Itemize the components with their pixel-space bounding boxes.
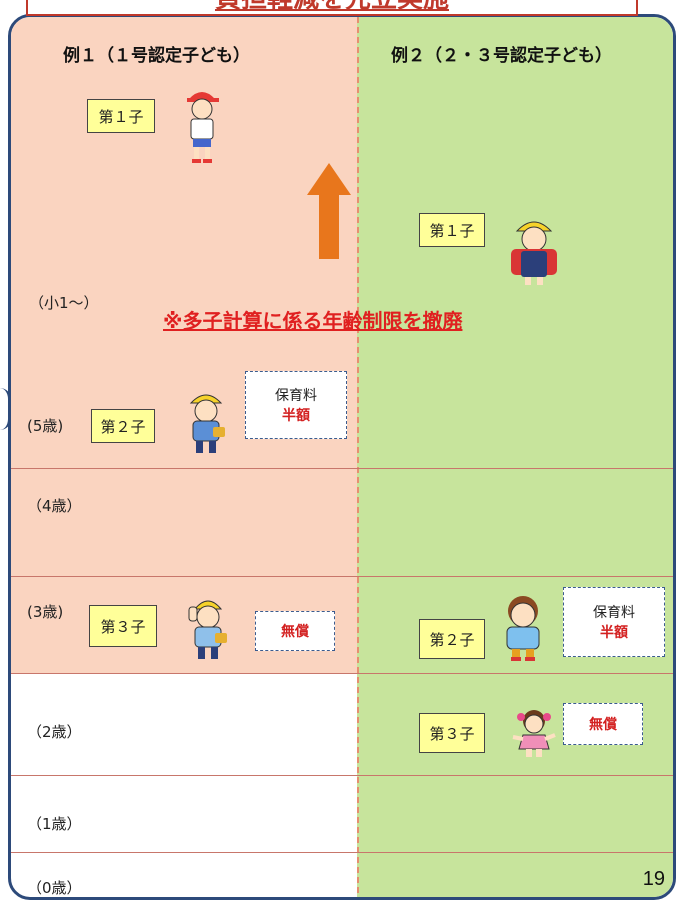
ex1-child3-label: 第３子 — [89, 605, 157, 647]
ex1-child2-label: 第２子 — [91, 409, 155, 443]
age-4: （4歳） — [27, 497, 82, 515]
child-toddler-girl-icon — [512, 710, 556, 757]
example2-heading: 例２（２・３号認定子ども） — [391, 46, 612, 66]
child-yellow-cap-boy-icon — [189, 394, 225, 453]
age-limit-notice: ※多子計算に係る年齢制限を撤廃 — [163, 309, 463, 333]
row-line-2 — [11, 673, 673, 674]
fee-free-text: 無償 — [589, 717, 617, 733]
row-line-4 — [11, 468, 673, 469]
fee-label: 保育料 — [593, 605, 635, 621]
column-divider — [357, 17, 359, 897]
age-0: （0歳） — [27, 879, 82, 897]
fee-half-text: 半額 — [282, 408, 310, 424]
ex2-child3-label: 第３子 — [419, 713, 485, 753]
ex2-fee-half-box: 保育料 半額 — [563, 587, 665, 657]
ex1-fee-half-box: 保育料 半額 — [245, 371, 347, 439]
age-2: （2歳） — [27, 723, 82, 741]
child-smock-boy-icon — [506, 596, 540, 661]
fee-half-text: 半額 — [600, 625, 628, 641]
ex1-child1-label: 第１子 — [87, 99, 155, 133]
page-title-banner: 負担軽減を先立実施 — [26, 0, 638, 16]
child-school-girl-icon — [511, 221, 557, 285]
age-1: （1歳） — [27, 815, 82, 833]
fee-label: 保育料 — [275, 388, 317, 404]
example1-background — [11, 17, 357, 673]
example2-background — [357, 17, 673, 897]
row-line-3 — [11, 576, 673, 577]
row-line-1 — [11, 775, 673, 776]
row-line-0 — [11, 852, 673, 853]
arrow-up-icon — [307, 163, 351, 259]
child-red-cap-icon — [187, 92, 219, 163]
example1-heading: 例１（１号認定子ども） — [63, 46, 250, 66]
age-5: (5歳) — [27, 417, 64, 435]
ex2-child2-label: 第２子 — [419, 619, 485, 659]
comparison-panel: 例１（１号認定子ども） 例２（２・３号認定子ども） （小1～） (5歳) （4歳… — [8, 14, 676, 900]
child-saluting-boy-icon — [188, 600, 227, 659]
age-elementary: （小1～） — [29, 294, 99, 312]
fee-free-text: 無償 — [281, 624, 309, 640]
ex2-child1-label: 第１子 — [419, 213, 485, 247]
page-number: 19 — [642, 868, 665, 890]
age-3: (3歳) — [27, 603, 64, 621]
page-title: 負担軽減を先立実施 — [215, 0, 449, 14]
ex1-fee-free-box: 無償 — [255, 611, 335, 651]
ex2-fee-free-box: 無償 — [563, 703, 643, 745]
